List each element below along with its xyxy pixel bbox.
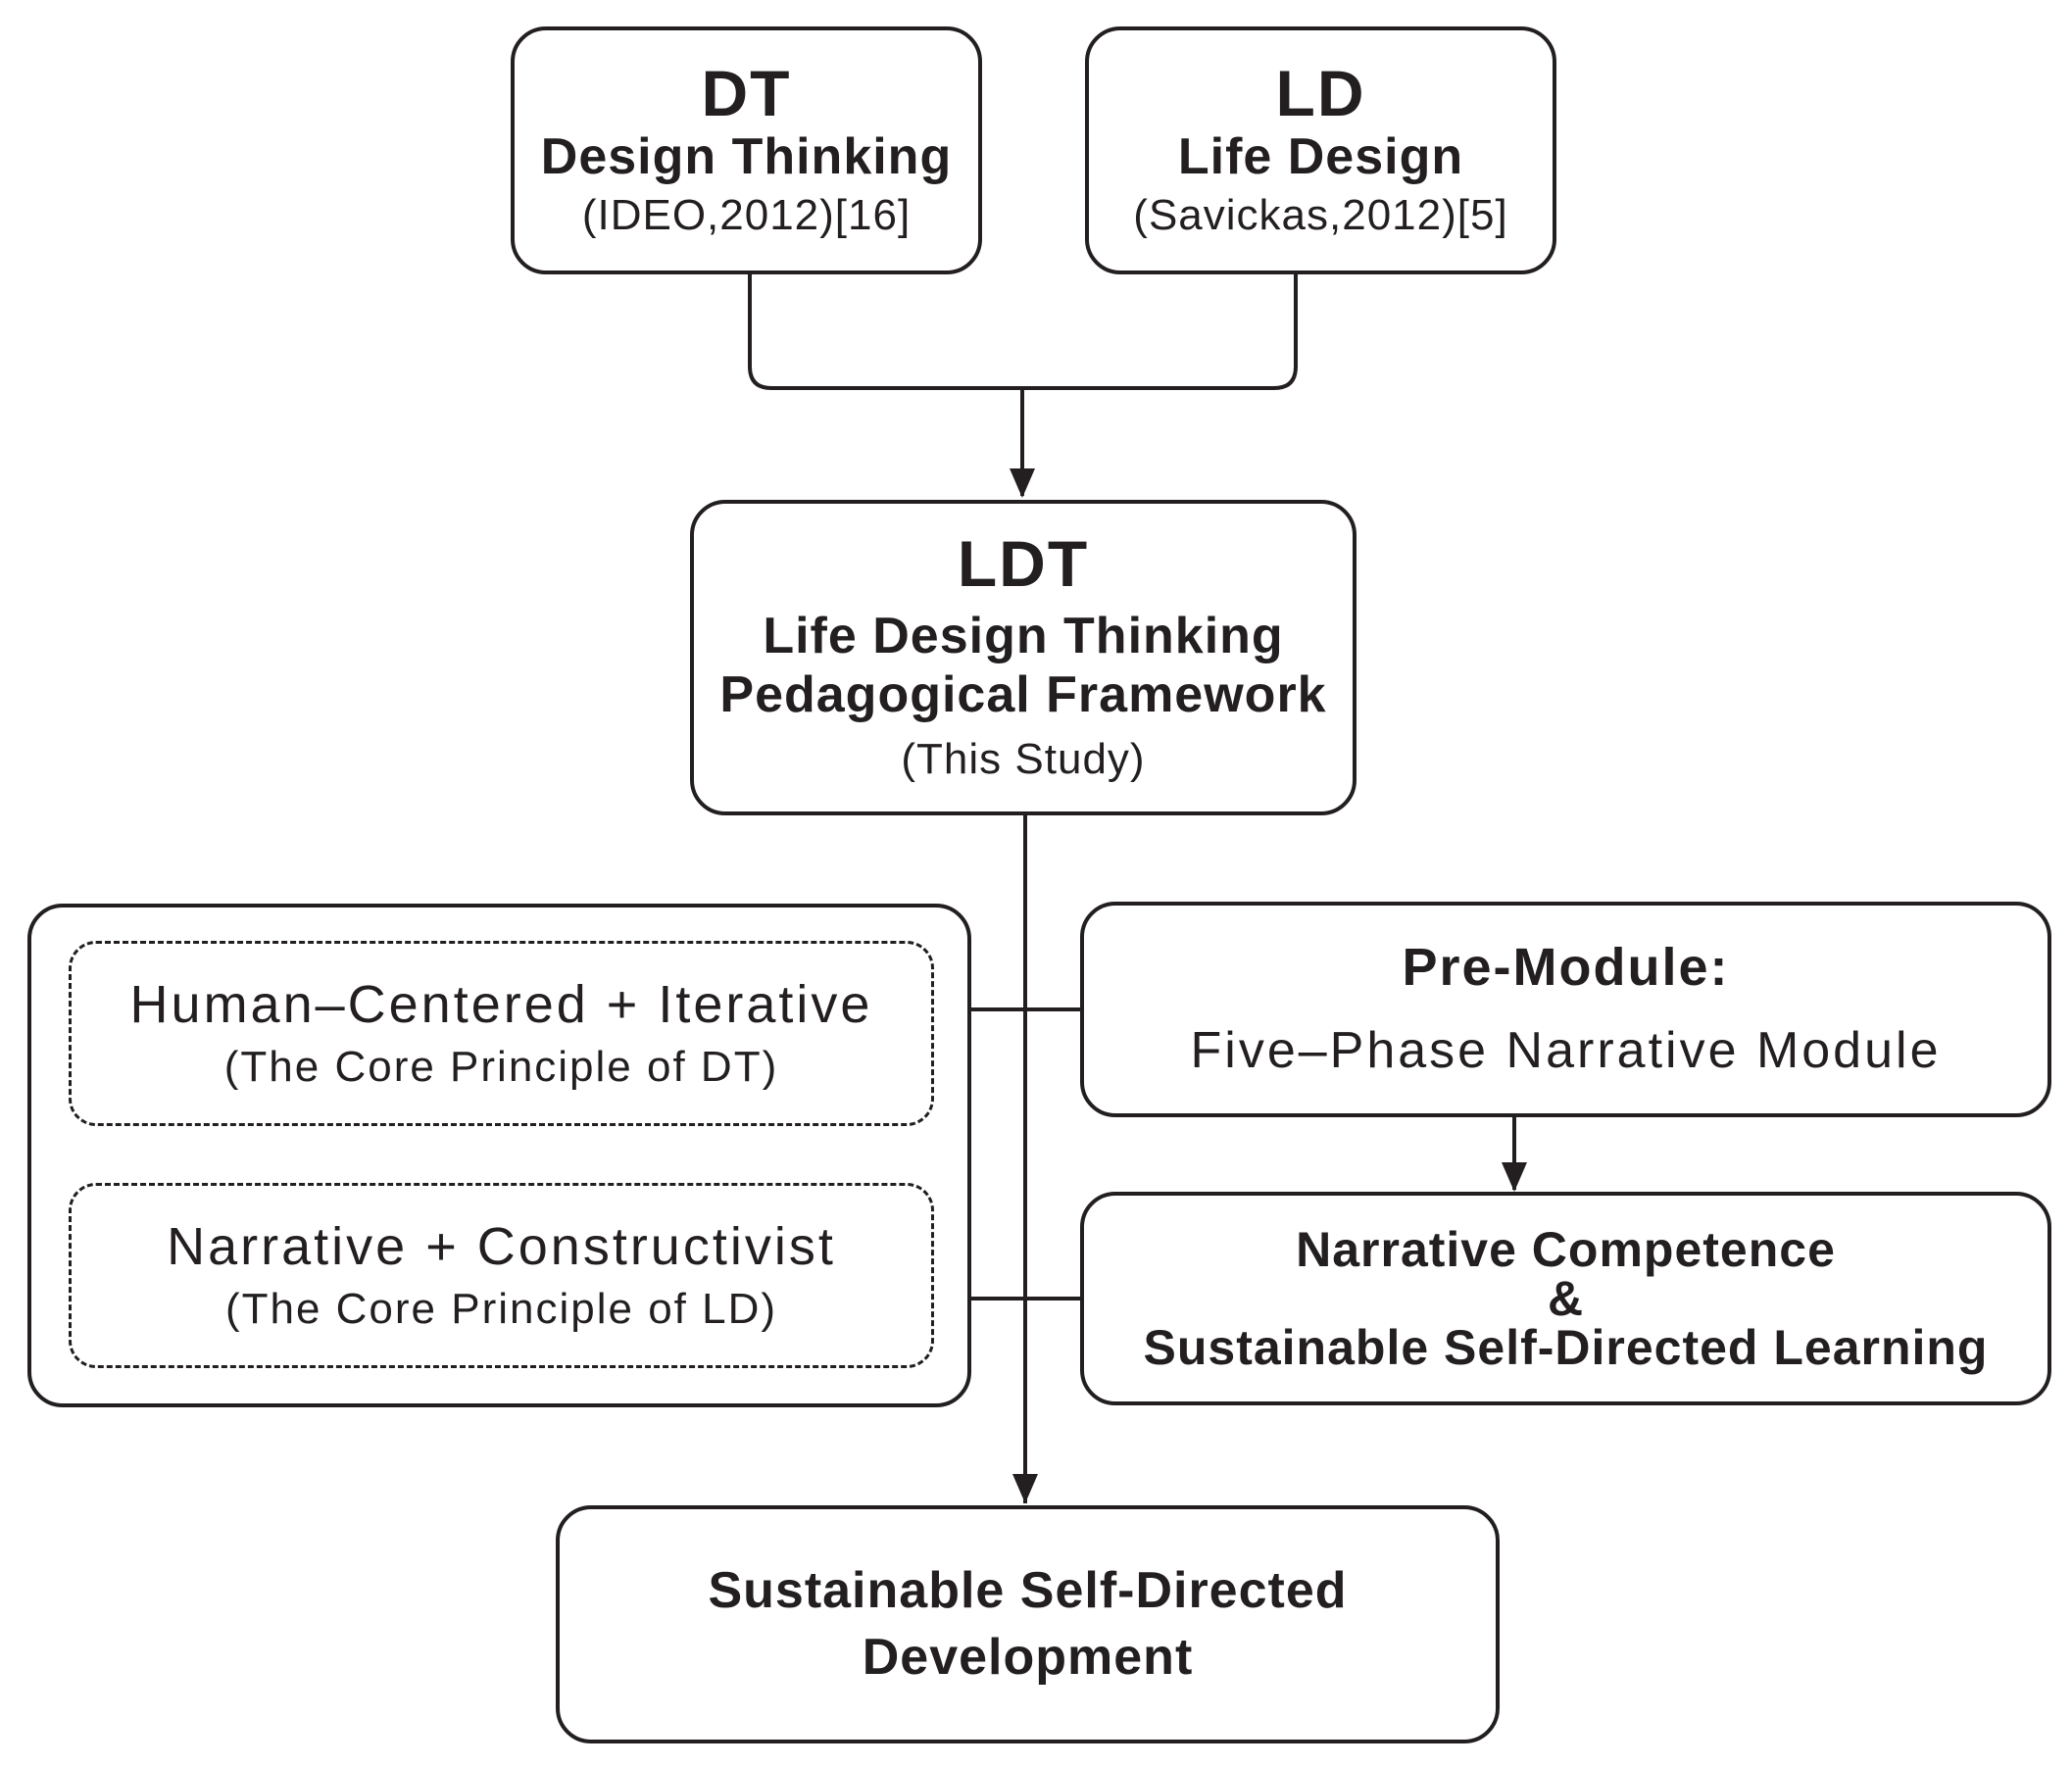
merge-connector [748, 272, 1298, 390]
ld-abbr: LD [1275, 56, 1366, 129]
principle-ld: Narrative + Constructivist (The Core Pri… [69, 1183, 934, 1368]
principle-dt-subtitle: (The Core Principle of DT) [223, 1042, 779, 1091]
pre-module-box: Pre-Module: Five–Phase Narrative Module [1080, 902, 2051, 1117]
ldt-name-line2: Pedagogical Framework [719, 665, 1327, 723]
ldt-box: LDT Life Design Thinking Pedagogical Fra… [690, 500, 1357, 815]
outcome-line1: Narrative Competence [1296, 1222, 1836, 1277]
arrowhead-outcome [1502, 1162, 1527, 1192]
dt-box: DT Design Thinking (IDEO,2012)[16] [511, 26, 982, 274]
principles-container [27, 904, 971, 1407]
dt-name: Design Thinking [540, 128, 953, 186]
final-line2: Development [862, 1628, 1194, 1686]
principle-dt: Human–Centered + Iterative (The Core Pri… [69, 941, 934, 1126]
ld-box: LD Life Design (Savickas,2012)[5] [1085, 26, 1556, 274]
principle-ld-subtitle: (The Core Principle of LD) [224, 1284, 778, 1333]
pre-module-subtitle: Five–Phase Narrative Module [1190, 1021, 1942, 1079]
ldt-note: (This Study) [901, 734, 1146, 783]
arrowhead-final [1012, 1474, 1038, 1503]
outcome-ampersand: & [1547, 1271, 1585, 1326]
dt-citation: (IDEO,2012)[16] [581, 191, 912, 240]
arrowhead-ldt [1010, 468, 1035, 498]
outcome-box: Narrative Competence & Sustainable Self-… [1080, 1192, 2051, 1405]
ldt-abbr: LDT [957, 527, 1090, 601]
principle-dt-title: Human–Centered + Iterative [129, 975, 873, 1035]
ld-name: Life Design [1177, 128, 1464, 186]
final-box: Sustainable Self-Directed Development [556, 1505, 1500, 1743]
outcome-line3: Sustainable Self-Directed Learning [1143, 1320, 1989, 1375]
ldt-name-line1: Life Design Thinking [763, 607, 1284, 664]
dt-abbr: DT [701, 56, 792, 129]
ld-citation: (Savickas,2012)[5] [1133, 191, 1508, 240]
pre-module-title: Pre-Module: [1402, 937, 1730, 997]
final-line1: Sustainable Self-Directed [708, 1561, 1348, 1619]
principle-ld-title: Narrative + Constructivist [167, 1217, 836, 1277]
